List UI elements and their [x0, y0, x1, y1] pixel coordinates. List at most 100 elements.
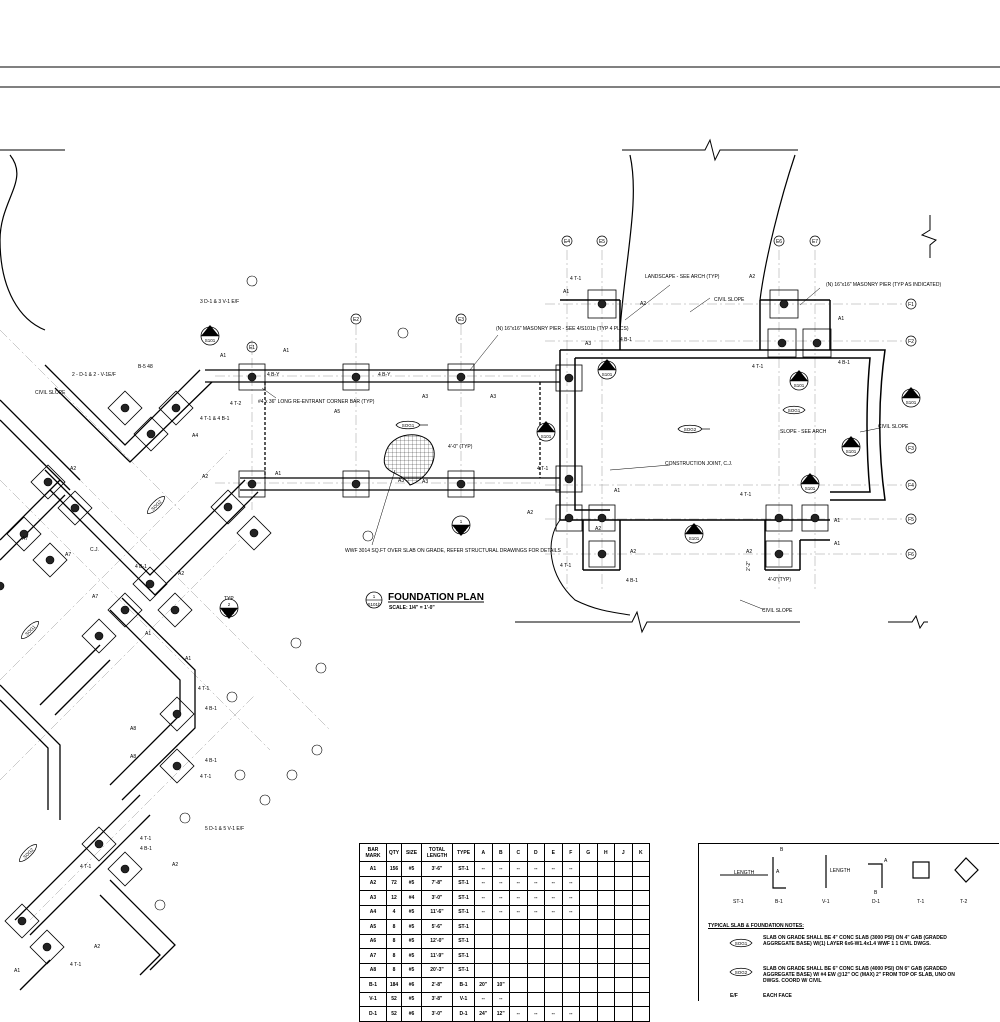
table-cell [491, 962, 510, 978]
svg-text:F1: F1 [908, 302, 914, 308]
svg-text:A3: A3 [585, 341, 591, 347]
table-cell [614, 1006, 633, 1022]
table-cell [544, 977, 563, 993]
table-cell: #5 [401, 962, 422, 978]
table-cell [561, 933, 580, 949]
callout-1-s101: 1 S101 [451, 515, 471, 536]
svg-text:A1: A1 [834, 541, 840, 547]
table-cell [614, 977, 633, 993]
callout-4-s101: 4 S101 [200, 325, 220, 346]
svg-text:4 B-1: 4 B-1 [205, 758, 217, 764]
grid-bubble-e2: E2 [350, 313, 362, 325]
table-cell: 2'-8" [421, 977, 453, 993]
svg-text:A2: A2 [749, 274, 755, 280]
svg-text:A8: A8 [130, 726, 136, 732]
svg-text:A1: A1 [834, 518, 840, 524]
table-cell: #5 [401, 875, 422, 891]
table-cell: 7'-8" [421, 875, 453, 891]
svg-text:4 B-1: 4 B-1 [838, 360, 850, 366]
table-cell: 8 [386, 948, 402, 964]
table-cell [544, 991, 563, 1007]
table-cell: -- [544, 890, 563, 906]
table-cell: A1 [359, 861, 387, 877]
table-cell: A8 [359, 962, 387, 978]
svg-text:A2: A2 [630, 549, 636, 555]
table-cell: 52 [386, 991, 402, 1007]
slope-arch-note: SLOPE - SEE ARCH [780, 429, 827, 435]
sog-tag-5: SOG1 [21, 621, 39, 639]
svg-text:A1: A1 [220, 353, 226, 359]
table-cell: A2 [359, 875, 387, 891]
table-cell: ST-1 [452, 904, 475, 920]
table-cell: 20" [474, 977, 493, 993]
svg-text:3A: 3A [543, 426, 549, 431]
svg-text:4 B-1: 4 B-1 [135, 564, 147, 570]
table-cell [491, 919, 510, 935]
table-cell [579, 875, 598, 891]
svg-text:4 B-1: 4 B-1 [620, 337, 632, 343]
table-cell [631, 962, 650, 978]
svg-text:1: 1 [460, 519, 463, 524]
table-cell [631, 977, 650, 993]
svg-text:4 T-1: 4 T-1 [752, 364, 764, 370]
svg-text:A: A [884, 858, 888, 864]
callout-3b-s101: 3B S101 [841, 436, 861, 457]
svg-text:S101: S101 [205, 338, 216, 343]
svg-text:A1: A1 [145, 631, 151, 637]
table-cell [526, 991, 545, 1007]
table-cell [596, 861, 615, 877]
plan-title-block: 1 S101b FOUNDATION PLAN SCALE: 1/4" = 1'… [365, 591, 484, 611]
ef-note-b: 2 - D-1 & 2 - V-1E/F [72, 372, 116, 378]
svg-text:S101b: S101b [367, 602, 381, 607]
table-cell: ST-1 [452, 933, 475, 949]
table-cell: D-1 [452, 1006, 475, 1022]
svg-text:A1: A1 [563, 289, 569, 295]
cj-label: C.J. [90, 547, 99, 553]
svg-text:3B: 3B [848, 441, 854, 446]
table-cell [526, 933, 545, 949]
svg-text:A3: A3 [398, 478, 404, 484]
table-cell [526, 919, 545, 935]
wwf-note: WWF 3014 SQ.FT OVER SLAB ON GRADE, REFER… [345, 548, 562, 554]
svg-text:F6: F6 [908, 552, 914, 558]
sog-tag-2: SOG2 [677, 424, 710, 434]
svg-text:D-1: D-1 [872, 899, 880, 905]
dim-typ-4: 4'-0" (TYP) [448, 444, 473, 450]
table-cell: 3'-0" [421, 1006, 453, 1022]
bar-schedule-header: BAR MARK QTY SIZE TOTAL LENGTH TYPE A B … [359, 843, 650, 862]
table-cell [631, 861, 650, 877]
table-cell: -- [474, 904, 493, 920]
svg-text:SOG1: SOG1 [788, 408, 801, 413]
table-cell: D-1 [359, 1006, 387, 1022]
svg-text:F4: F4 [908, 483, 914, 489]
table-cell: 12" [491, 1006, 510, 1022]
svg-text:2: 2 [910, 392, 913, 397]
svg-text:E5: E5 [599, 239, 605, 245]
table-cell: 11'-6" [421, 904, 453, 920]
svg-text:A2: A2 [94, 944, 100, 950]
table-cell: 3'-0" [421, 890, 453, 906]
table-cell: A4 [359, 904, 387, 920]
svg-text:V-1: V-1 [822, 899, 830, 905]
table-cell [596, 933, 615, 949]
masonry-pier-note-right: (N) 16"x16" MASONRY PIER (TYP AS INDICAT… [826, 282, 941, 288]
svg-text:A2: A2 [178, 571, 184, 577]
table-cell [579, 977, 598, 993]
table-cell [614, 890, 633, 906]
table-cell: -- [474, 861, 493, 877]
grid-bubble-e4: E4 [561, 235, 573, 247]
grid-bubble-f4: F4 [905, 479, 917, 491]
table-cell: ST-1 [452, 890, 475, 906]
table-cell [544, 962, 563, 978]
table-cell: 3'-6" [421, 861, 453, 877]
table-cell: 8 [386, 933, 402, 949]
table-cell [561, 991, 580, 1007]
table-cell: 11'-9" [421, 948, 453, 964]
svg-text:4 T-1: 4 T-1 [70, 962, 82, 968]
svg-text:A7: A7 [65, 552, 71, 558]
svg-text:A: A [776, 869, 780, 875]
table-cell: A6 [359, 933, 387, 949]
table-cell [474, 948, 493, 964]
